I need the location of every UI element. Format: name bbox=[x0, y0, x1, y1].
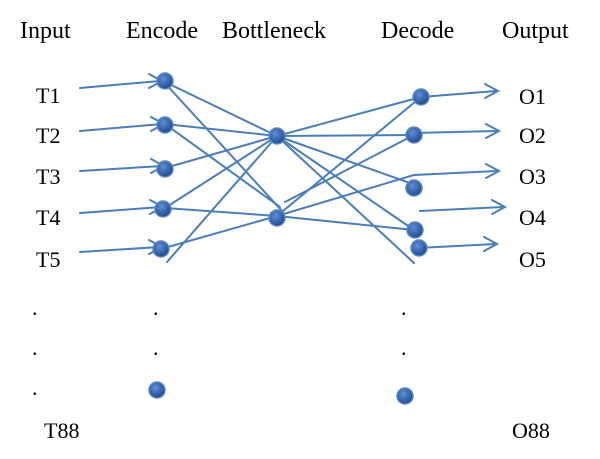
input-label-4: T4 bbox=[36, 205, 60, 230]
arrow-line bbox=[79, 206, 162, 214]
edge bbox=[162, 80, 278, 137]
edge bbox=[276, 96, 422, 137]
header-bottleneck: Bottleneck bbox=[222, 18, 326, 44]
input-label-1: T1 bbox=[36, 83, 60, 108]
input-label-3: T3 bbox=[36, 164, 60, 189]
encode-ellipsis-2: . bbox=[153, 335, 159, 360]
encode-node-3 bbox=[156, 160, 174, 178]
decode-node-4 bbox=[406, 221, 424, 239]
output-label-5: O5 bbox=[519, 247, 546, 272]
edge bbox=[164, 123, 281, 208]
edge bbox=[276, 174, 415, 217]
header-input: Input bbox=[20, 18, 71, 44]
arrow-line bbox=[79, 123, 163, 132]
arrow-line bbox=[79, 246, 161, 253]
decode-node-5 bbox=[410, 239, 428, 257]
input-label-5: T5 bbox=[36, 247, 60, 272]
arrow-line bbox=[419, 206, 504, 212]
network-nodes bbox=[148, 72, 430, 405]
arrow-head bbox=[483, 236, 500, 252]
arrow-line bbox=[413, 130, 498, 134]
bottleneck-node-2 bbox=[268, 209, 286, 227]
decode-node-1 bbox=[412, 88, 430, 106]
edge bbox=[164, 207, 278, 217]
encode-node-5 bbox=[152, 240, 170, 258]
encode-bottleneck-edges bbox=[160, 80, 284, 263]
edge bbox=[166, 135, 278, 263]
output-label-4: O4 bbox=[519, 205, 546, 230]
bottleneck-decode-edges bbox=[276, 96, 422, 264]
edge bbox=[276, 96, 422, 217]
encode-node-1 bbox=[156, 72, 174, 90]
encode-ellipsis-1: . bbox=[153, 295, 159, 320]
output-label-3: O3 bbox=[519, 164, 546, 189]
decode-node-3 bbox=[405, 179, 423, 197]
encode-node-last bbox=[148, 381, 166, 399]
decode-node-last bbox=[396, 387, 414, 405]
edge bbox=[160, 215, 278, 250]
edge bbox=[276, 135, 415, 264]
decode-node-2 bbox=[405, 126, 423, 144]
output-label-last: O88 bbox=[512, 418, 550, 443]
decode-ellipsis-1: . bbox=[401, 295, 407, 320]
arrow-line bbox=[79, 80, 161, 89]
header-output: Output bbox=[502, 18, 569, 44]
arrow-line bbox=[420, 90, 497, 98]
edge bbox=[276, 215, 415, 231]
bottleneck-node-1 bbox=[268, 127, 286, 145]
encode-node-4 bbox=[154, 200, 172, 218]
edge bbox=[276, 135, 415, 231]
edge bbox=[276, 134, 415, 137]
output-arrows bbox=[413, 83, 508, 252]
edge bbox=[284, 134, 415, 203]
input-arrows bbox=[79, 73, 167, 255]
edge bbox=[164, 123, 278, 137]
output-label-1: O1 bbox=[519, 84, 546, 109]
edge bbox=[164, 135, 278, 169]
header-decode: Decode bbox=[381, 18, 454, 44]
arrow-line bbox=[413, 170, 498, 176]
input-label-2: T2 bbox=[36, 123, 60, 148]
input-ellipsis-1: . bbox=[32, 295, 38, 320]
edge bbox=[164, 135, 278, 209]
decode-ellipsis-2: . bbox=[401, 335, 407, 360]
arrow-head bbox=[484, 83, 501, 99]
header-encode: Encode bbox=[126, 18, 198, 44]
encode-node-2 bbox=[156, 116, 174, 134]
arrow-head bbox=[491, 199, 508, 215]
input-label-last: T88 bbox=[44, 418, 79, 443]
input-ellipsis-3: . bbox=[32, 375, 38, 400]
arrow-head bbox=[485, 123, 502, 139]
arrow-line bbox=[79, 165, 163, 172]
arrow-head bbox=[485, 163, 502, 179]
arrow-line bbox=[417, 243, 496, 249]
output-label-2: O2 bbox=[519, 123, 546, 148]
edge bbox=[276, 135, 411, 184]
input-ellipsis-2: . bbox=[32, 335, 38, 360]
edge bbox=[162, 80, 284, 213]
